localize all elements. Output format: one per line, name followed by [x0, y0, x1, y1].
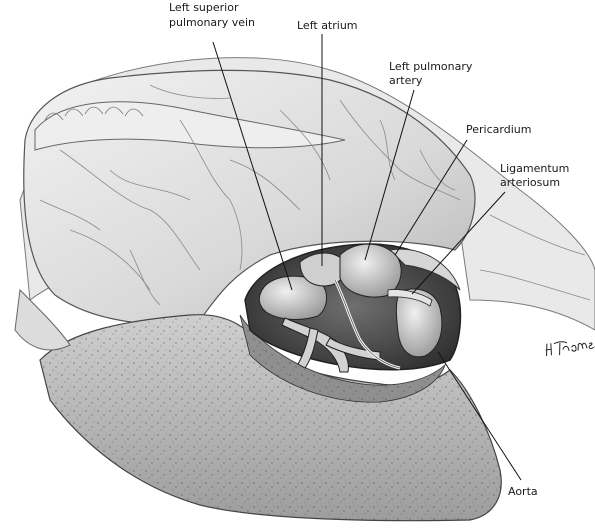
label-left-atrium: Left atrium: [297, 19, 358, 32]
left-pulmonary-artery-shape: [339, 243, 402, 298]
branching-vessels: [281, 317, 381, 373]
label-left-pulmonary-artery: Left pulmonary artery: [389, 60, 476, 87]
leader-left-superior-pulmonary-vein: [212, 41, 293, 291]
label-lpa-line2: artery: [389, 74, 423, 87]
nerve-strand-outline: [334, 279, 401, 369]
left-superior-pulmonary-vein-shape: [258, 275, 327, 320]
label-lspv-line1: Left superior: [169, 1, 239, 14]
leader-lines: [212, 34, 522, 481]
leader-pericardium: [394, 139, 468, 256]
leader-ligamentum-arteriosum: [411, 191, 506, 295]
label-pericardium: Pericardium: [466, 123, 531, 136]
fat-pad-speckle: [40, 314, 502, 521]
lung-fold: [34, 101, 346, 151]
label-lspv-line2: pulmonary vein: [169, 16, 255, 29]
label-aorta: Aorta: [508, 485, 538, 498]
label-la-line2: arteriosum: [500, 176, 560, 189]
label-la-line1: Ligamentum: [500, 162, 569, 175]
pericardium-flap: [388, 248, 461, 291]
surface-vessels: [39, 84, 591, 306]
label-left-superior-pulmonary-vein: Left superior pulmonary vein: [169, 1, 255, 29]
leader-aorta: [437, 351, 522, 481]
chest-fold: [14, 288, 71, 351]
fat-pad-rim-speckle: [240, 315, 445, 403]
label-lpa-line1: Left pulmonary: [389, 60, 473, 73]
ligamentum-arteriosum-shape: [387, 289, 433, 307]
leader-left-pulmonary-artery: [364, 89, 415, 261]
lung-fold-ridges: [44, 106, 144, 121]
artist-signature: [545, 341, 595, 356]
aorta-shape: [395, 288, 443, 358]
label-ligamentum-arteriosum: Ligamentum arteriosum: [500, 162, 573, 189]
